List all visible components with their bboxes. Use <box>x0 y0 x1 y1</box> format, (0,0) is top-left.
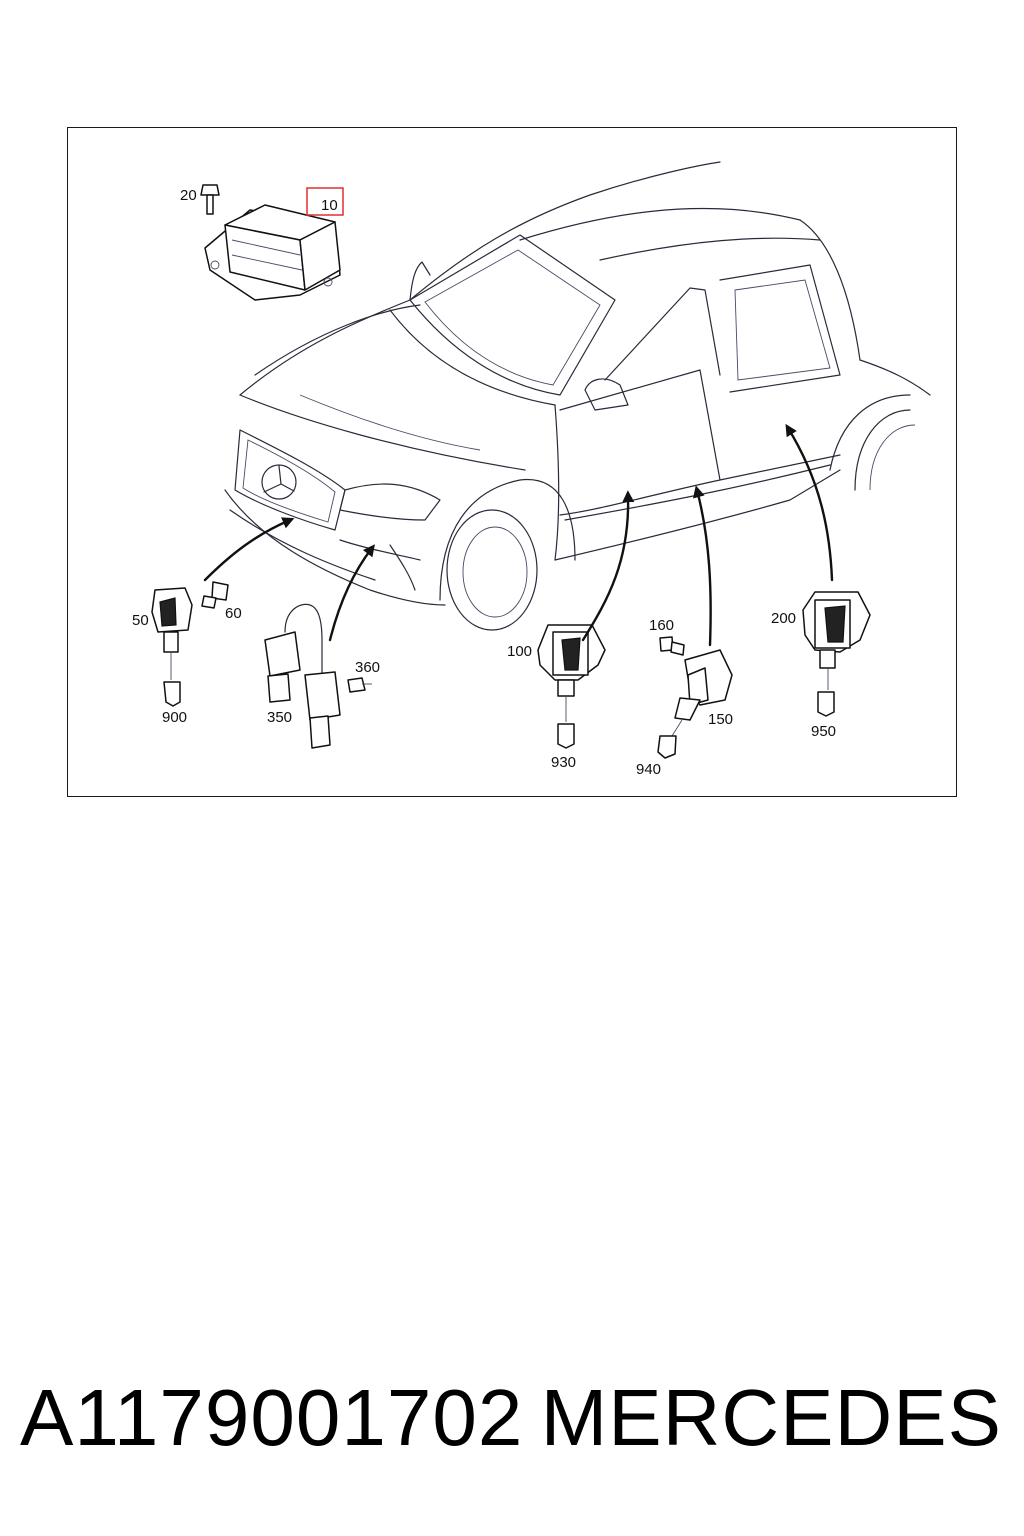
bolt-20 <box>200 184 220 215</box>
rear-sensor-200 <box>802 591 871 717</box>
callout-10-highlight[interactable] <box>306 187 344 216</box>
callout-350[interactable]: 350 <box>267 709 292 726</box>
callout-60[interactable]: 60 <box>225 605 242 622</box>
front-sensor-50 <box>151 587 193 707</box>
callout-940[interactable]: 940 <box>636 761 661 778</box>
side-sensor-150 <box>657 649 733 759</box>
callout-150[interactable]: 150 <box>708 711 733 728</box>
front-sensor-harness-350 <box>264 603 341 749</box>
callout-50[interactable]: 50 <box>132 612 149 629</box>
callout-160[interactable]: 160 <box>649 617 674 634</box>
bolt-160 <box>659 636 685 656</box>
callout-950[interactable]: 950 <box>811 723 836 740</box>
callout-100[interactable]: 100 <box>507 643 532 660</box>
part-number: A1179001702 <box>20 1373 524 1462</box>
parts-diagram: 20 10 50 60 900 350 360 100 930 160 150 … <box>132 161 931 778</box>
callout-labels: 20 10 50 60 900 350 360 100 930 160 150 … <box>132 187 836 778</box>
callout-900[interactable]: 900 <box>162 709 187 726</box>
location-arrows <box>203 423 834 647</box>
diagram-frame <box>67 127 957 797</box>
callout-200[interactable]: 200 <box>771 610 796 627</box>
airbag-control-unit <box>204 204 341 301</box>
callout-360[interactable]: 360 <box>355 659 380 676</box>
footer: A1179001702 MERCEDES <box>0 1368 1024 1468</box>
side-sensor-100 <box>537 624 606 749</box>
callout-930[interactable]: 930 <box>551 754 576 771</box>
brand-name: MERCEDES <box>540 1373 1002 1462</box>
callout-10[interactable]: 10 <box>321 197 338 214</box>
clip-360 <box>347 677 372 693</box>
car-outline <box>224 161 931 631</box>
callout-20[interactable]: 20 <box>180 187 197 204</box>
bolt-60 <box>201 581 229 609</box>
